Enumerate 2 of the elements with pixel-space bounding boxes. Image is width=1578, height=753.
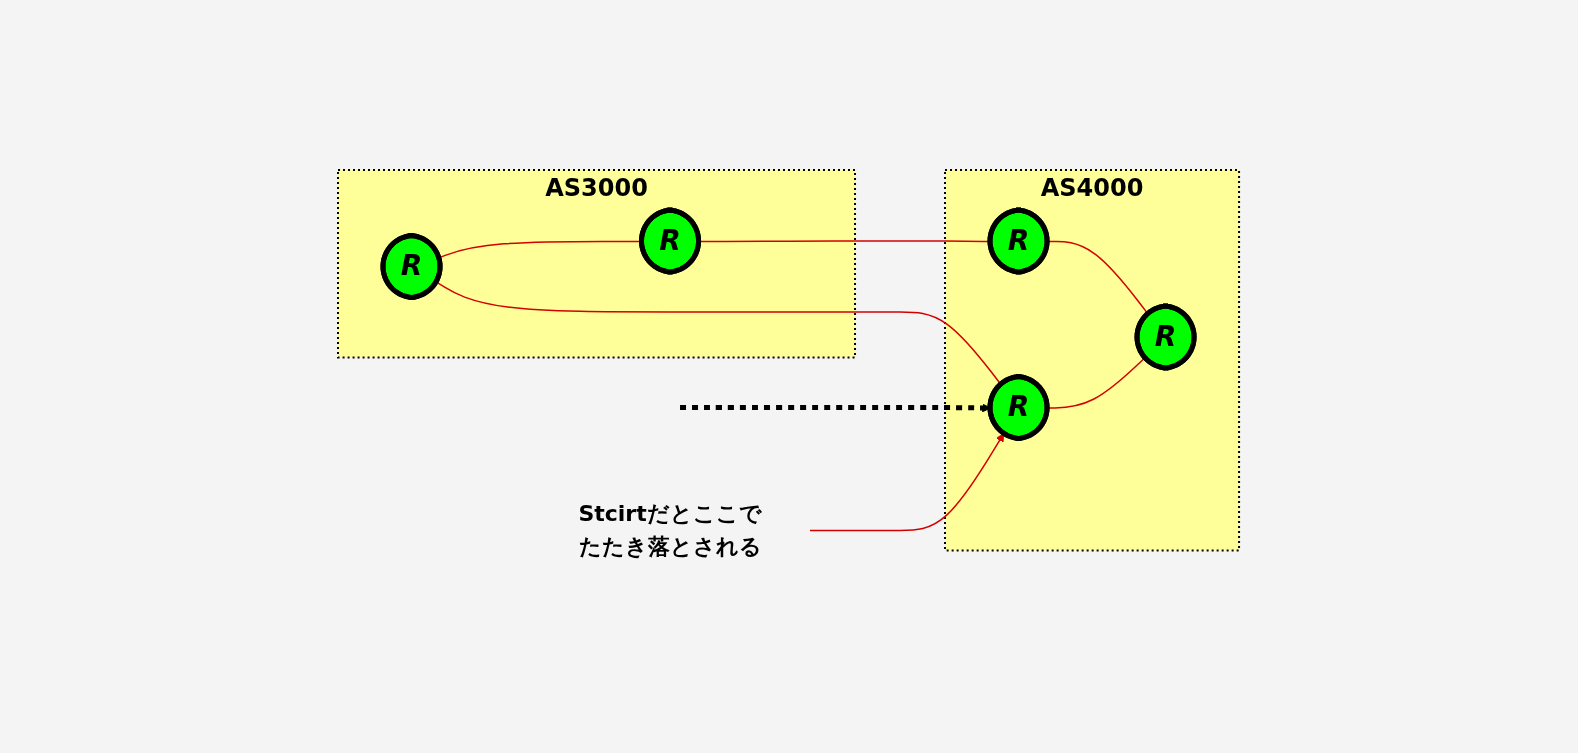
arrow [809, 432, 1005, 531]
node-text: Stcirtだとここでたたき落とされる [578, 501, 763, 560]
